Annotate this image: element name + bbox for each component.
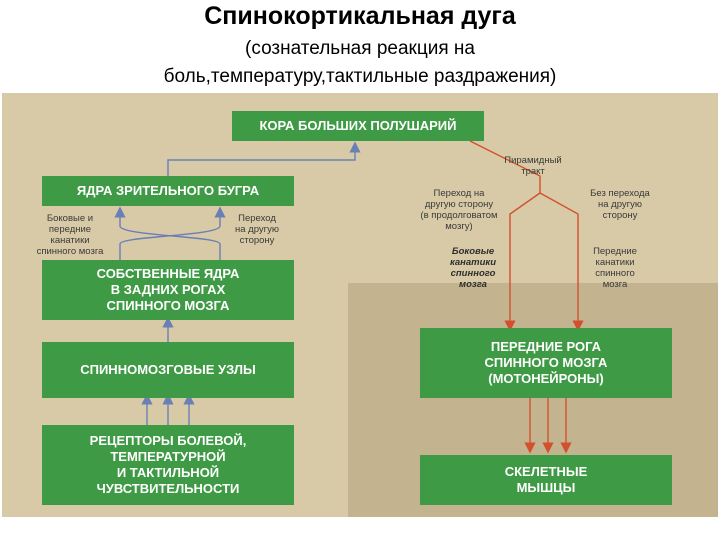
sensory-pathway <box>114 141 361 425</box>
label-lateral-cords: Боковые канатики спинного мозга <box>449 246 497 290</box>
label-pyramidal-tract: Пирамидный тракт <box>504 155 562 177</box>
crossing-fiber-left <box>114 206 221 260</box>
pyramidal-tract-line <box>469 140 541 193</box>
thalamus-to-cortex-arrow <box>167 141 361 176</box>
label-lateral-anterior-cords: Боковые и передние канатики спинного моз… <box>36 213 104 257</box>
lateral-cords-arrow <box>504 192 541 332</box>
ventral-horn-motoneurons-box: ПЕРЕДНИЕ РОГА СПИННОГО МОЗГА (МОТОНЕЙРОН… <box>420 328 672 398</box>
label-crossing-in-medulla: Переход на другую сторону (в продолговат… <box>420 188 498 232</box>
dorsal-horn-nuclei-box: СОБСТВЕННЫЕ ЯДРА В ЗАДНИХ РОГАХ СПИННОГО… <box>42 260 294 320</box>
slide-subtitle-line-2: боль,температуру,тактильные раздражения) <box>163 66 557 87</box>
cortex-box: КОРА БОЛЬШИХ ПОЛУШАРИЙ <box>232 111 484 141</box>
skeletal-muscles-box: СКЕЛЕТНЫЕ МЫШЦЫ <box>420 455 672 505</box>
receptors-box: РЕЦЕПТОРЫ БОЛЕВОЙ, ТЕМПЕРАТУРНОЙ И ТАКТИ… <box>42 425 294 505</box>
spinal-ganglia-box: СПИННОМОЗГОВЫЕ УЗЛЫ <box>42 342 294 398</box>
thalamus-nuclei-box: ЯДРА ЗРИТЕЛЬНОГО БУГРА <box>42 176 294 206</box>
motor-pathway <box>469 140 584 454</box>
label-anterior-cords: Передние канатики спинного мозга <box>593 246 637 290</box>
slide-title: Спинокортикальная дуга <box>204 2 516 30</box>
label-crossing-to-other-side: Переход на другую сторону <box>235 213 279 246</box>
slide-subtitle-line-1: (сознательная реакция на <box>245 38 475 59</box>
label-no-crossing: Без перехода на другую сторону <box>590 188 650 221</box>
anterior-cords-arrow <box>539 192 584 332</box>
